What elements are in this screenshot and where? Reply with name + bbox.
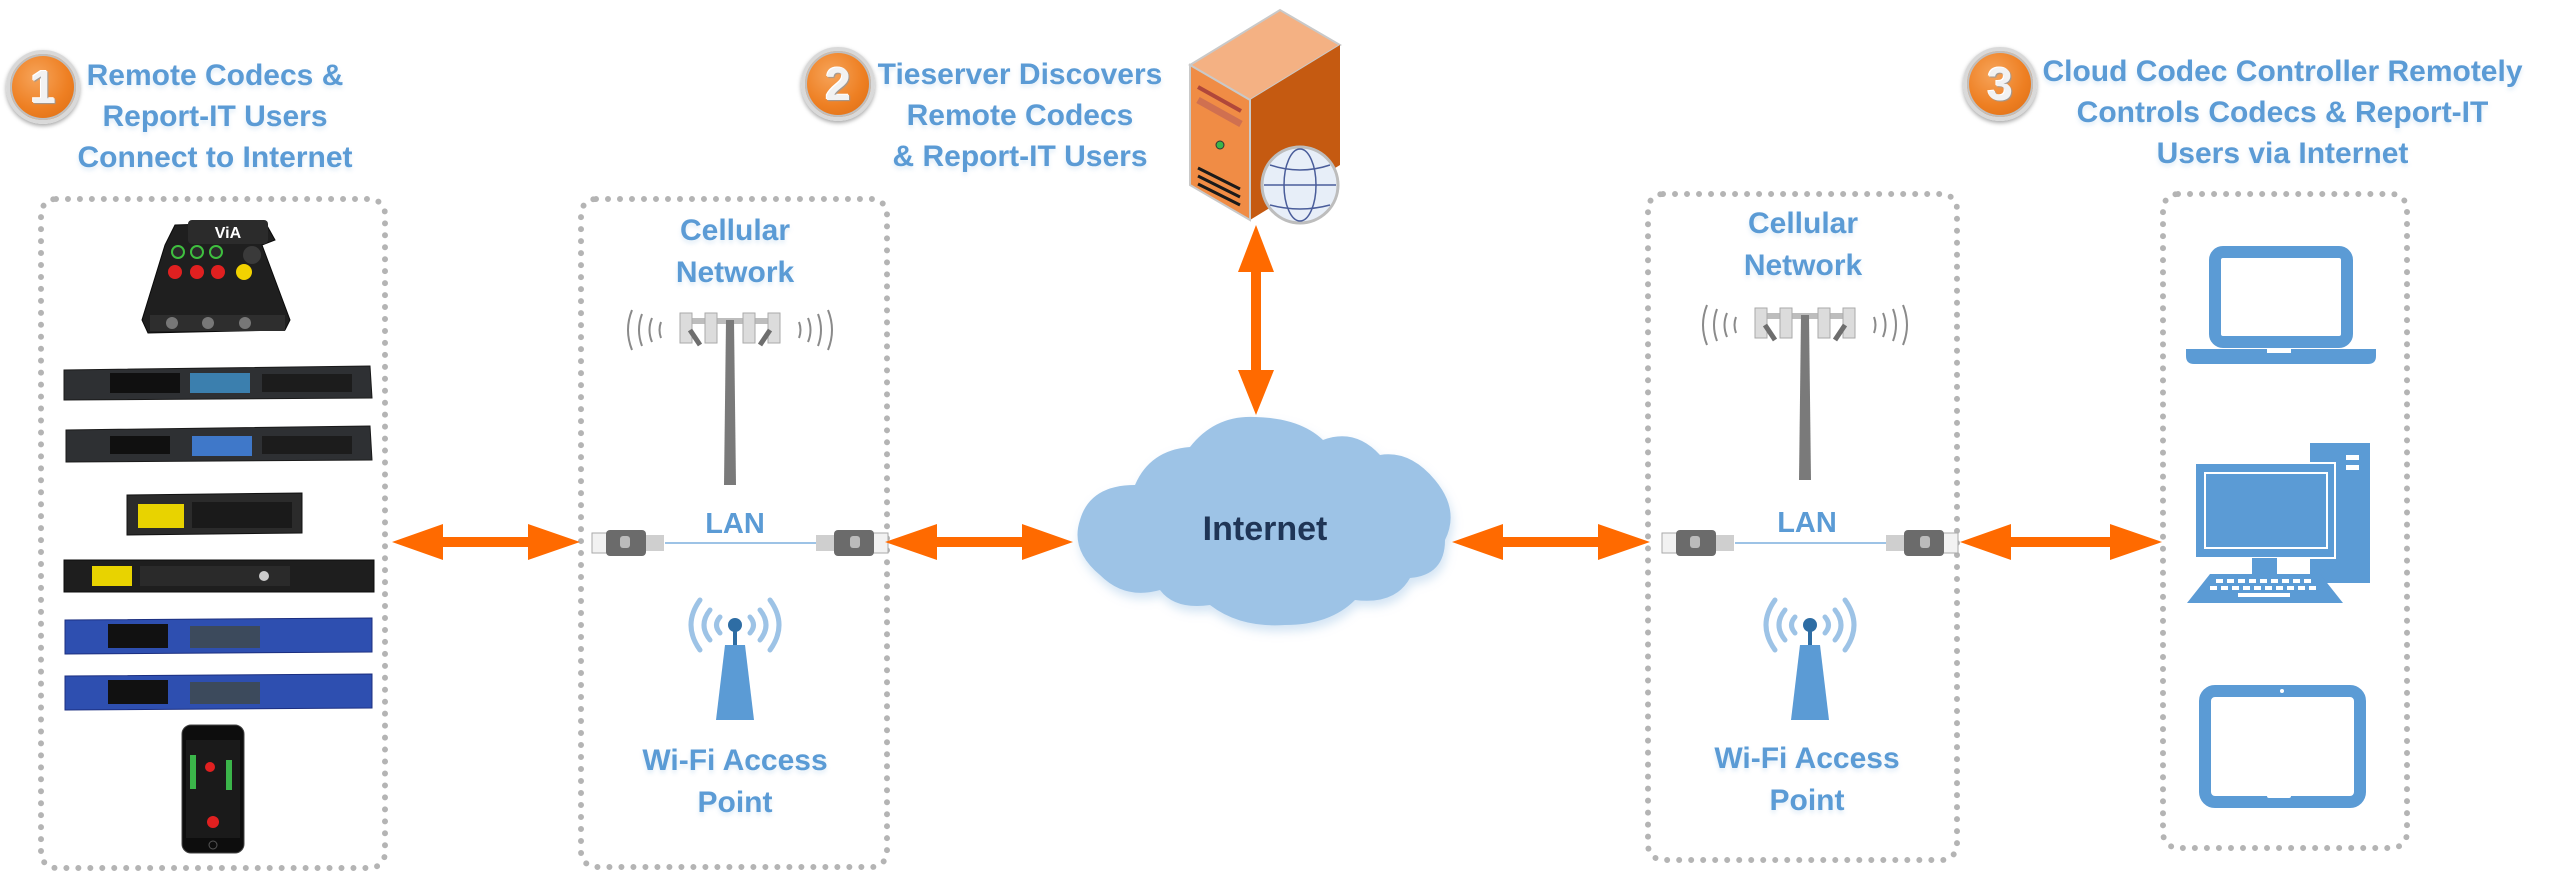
right-lan-cable-icon	[1661, 530, 1959, 556]
step-3-title: Cloud Codec Controller Remotely Controls…	[2035, 51, 2530, 174]
step-1-badge: 1	[6, 50, 80, 124]
rackmount-codec-2-icon	[65, 425, 373, 463]
right-wifi-ap-icon	[1763, 597, 1857, 720]
left-cellular-label: Cellular Network	[600, 210, 870, 294]
arrow-network-to-internet	[885, 524, 1073, 560]
step-2-title-line: Tieserver Discovers	[877, 58, 1163, 91]
clients-column	[2186, 246, 2376, 808]
step-3-title-line: Users via Internet	[2156, 137, 2409, 170]
via-codec-icon: ViA	[141, 220, 291, 334]
left-wifi-line: Point	[697, 786, 773, 819]
step-1-title: Remote Codecs & Report-IT Users Connect …	[60, 55, 370, 178]
devices-group-box	[38, 196, 388, 871]
right-cell-tower-icon	[1702, 304, 1908, 480]
bridge-it-xtra-codec-icon	[63, 559, 375, 593]
arrow-internet-to-network	[1452, 524, 1650, 560]
step-2-title-line: Remote Codecs	[906, 99, 1134, 132]
tablet-icon	[2199, 685, 2366, 808]
step-2-title: Tieserver Discovers Remote Codecs & Repo…	[870, 54, 1170, 177]
right-cellular-line: Cellular	[1747, 207, 1859, 240]
step-2-title-line: & Report-IT Users	[892, 140, 1148, 173]
arrow-server-to-internet	[1238, 225, 1274, 415]
step-3-badge: 3	[1963, 47, 2037, 121]
step-1-title-line: Connect to Internet	[77, 141, 353, 174]
step-2-badge: 2	[801, 47, 875, 121]
left-cell-tower-icon	[627, 309, 833, 485]
left-cellular-line: Network	[675, 256, 795, 289]
device-column: ViA	[63, 220, 375, 854]
blue-rack-codec-1-icon	[64, 617, 373, 655]
internet-label: Internet	[1202, 510, 1328, 548]
blue-rack-codec-2-icon	[64, 673, 373, 711]
internet-cloud-icon	[1077, 416, 1451, 626]
right-wifi-line: Point	[1769, 784, 1845, 817]
right-lan-label: LAN	[1777, 507, 1837, 539]
laptop-icon	[2186, 246, 2376, 364]
right-wifi-label: Wi-Fi Access Point	[1672, 738, 1942, 822]
left-lan-cable-icon	[591, 530, 889, 556]
rackmount-codec-1-icon	[63, 365, 373, 401]
step-3-title-line: Controls Codecs & Report-IT	[2076, 96, 2489, 129]
bridge-it-codec-icon	[126, 492, 303, 536]
globe-icon	[1260, 145, 1340, 225]
left-cellular-line: Cellular	[679, 214, 791, 247]
desktop-computer-icon	[2187, 443, 2370, 603]
via-logo-text: ViA	[215, 225, 242, 242]
right-cellular-line: Network	[1743, 249, 1863, 282]
left-wifi-label: Wi-Fi Access Point	[600, 740, 870, 824]
step-3-title-line: Cloud Codec Controller Remotely	[2042, 55, 2523, 88]
left-lan-label: LAN	[705, 508, 765, 540]
report-it-smartphone-icon	[181, 724, 245, 854]
step-1-title-line: Report-IT Users	[102, 100, 328, 133]
left-wifi-line: Wi-Fi Access	[642, 744, 828, 777]
arrow-devices-to-network	[392, 524, 580, 560]
right-network-group-box	[1645, 191, 1960, 863]
right-wifi-line: Wi-Fi Access	[1714, 742, 1900, 775]
arrow-network-to-clients	[1960, 524, 2162, 560]
right-cellular-label: Cellular Network	[1668, 203, 1938, 287]
tieserver-icon	[1188, 8, 1342, 225]
left-wifi-ap-icon	[688, 597, 782, 720]
step-1-title-line: Remote Codecs &	[86, 59, 344, 92]
clients-group-box	[2160, 191, 2410, 851]
